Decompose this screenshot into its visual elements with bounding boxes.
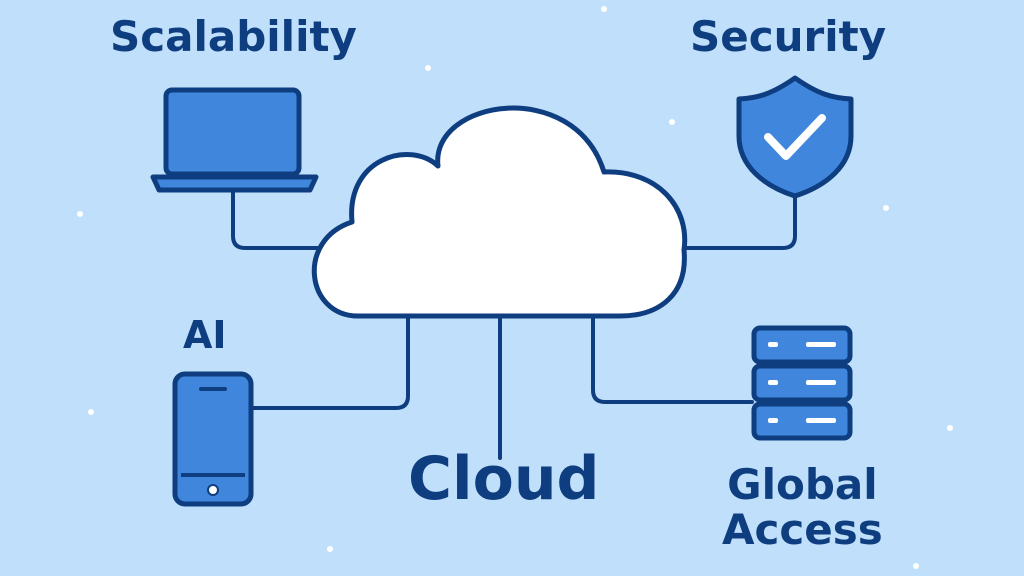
smartphone-icon (172, 371, 254, 507)
background-sparkles (77, 6, 953, 569)
connector-server (591, 314, 754, 404)
connector-phone (250, 314, 410, 410)
label-ai: AI (183, 313, 227, 357)
shield-check-icon (736, 75, 854, 199)
connector-shield (682, 194, 797, 250)
label-global-access: Global Access (722, 462, 883, 553)
label-global-access-line2: Access (722, 505, 883, 555)
cloud-icon (311, 105, 688, 319)
label-cloud: Cloud (408, 444, 600, 514)
label-security: Security (690, 12, 887, 61)
connector-lines (231, 190, 797, 460)
label-scalability: Scalability (110, 12, 357, 61)
server-rack-icon (751, 325, 853, 441)
connector-laptop (231, 190, 320, 250)
label-global-access-line1: Global (727, 460, 878, 509)
laptop-icon (150, 87, 319, 193)
